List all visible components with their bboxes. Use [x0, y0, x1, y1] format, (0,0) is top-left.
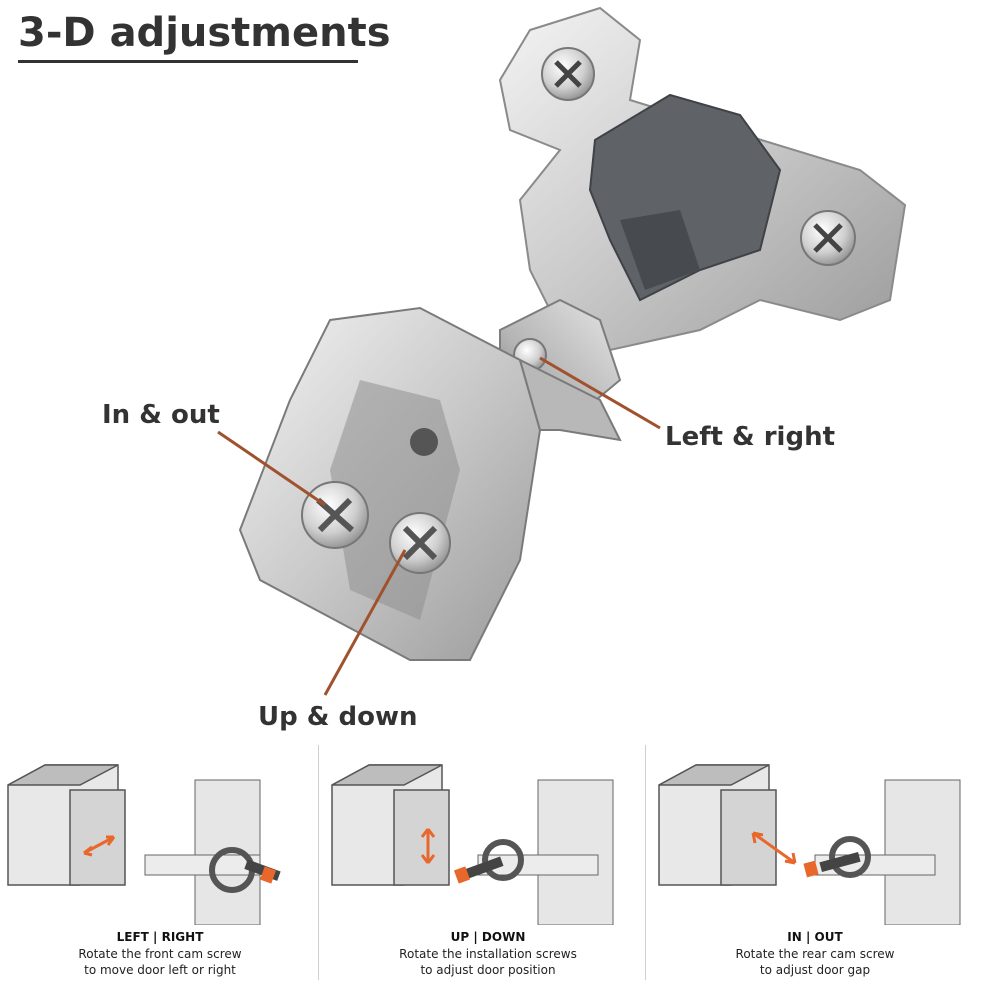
callout-line-left-right	[539, 356, 661, 430]
panel-in-out-line2: to adjust door gap	[759, 963, 871, 977]
callout-in-out: In & out	[102, 400, 220, 430]
page-title: 3-D adjustments	[18, 10, 391, 56]
panel-divider-2	[645, 745, 646, 980]
title-underline	[18, 60, 358, 63]
panel-left-right: LEFT | RIGHT Rotate the front cam screw …	[0, 745, 320, 990]
callout-up-down: Up & down	[258, 702, 418, 732]
hinge-illustration	[217, 6, 907, 696]
panel-divider-1	[318, 745, 319, 980]
panel-in-out: IN | OUT Rotate the rear cam screw to ad…	[655, 745, 975, 990]
panel-left-right-line2: to move door left or right	[84, 963, 236, 977]
callout-line-up-down	[323, 549, 407, 696]
panel-up-down-line2: to adjust door position	[420, 963, 556, 977]
panel-up-down-line1: Rotate the installation screws	[399, 947, 577, 961]
panel-in-out-title: IN | OUT	[787, 930, 843, 944]
panel-up-down: UP | DOWN Rotate the installation screws…	[328, 745, 648, 990]
panel-left-right-line1: Rotate the front cam screw	[78, 947, 242, 961]
up-down-screw	[389, 512, 451, 574]
panel-left-right-title: LEFT | RIGHT	[116, 930, 204, 944]
panel-in-out-illustration	[658, 764, 961, 925]
callout-left-right: Left & right	[665, 422, 836, 452]
callout-line-in-out	[217, 430, 326, 507]
mounting-screw-right	[800, 210, 856, 266]
in-out-screw	[301, 481, 369, 549]
mounting-screw-top	[541, 47, 595, 101]
panel-up-down-illustration	[331, 764, 614, 925]
cover-shadow	[620, 210, 700, 290]
panel-up-down-title: UP | DOWN	[450, 930, 526, 944]
panel-left-right-illustration	[7, 764, 281, 925]
panel-in-out-line1: Rotate the rear cam screw	[735, 947, 895, 961]
